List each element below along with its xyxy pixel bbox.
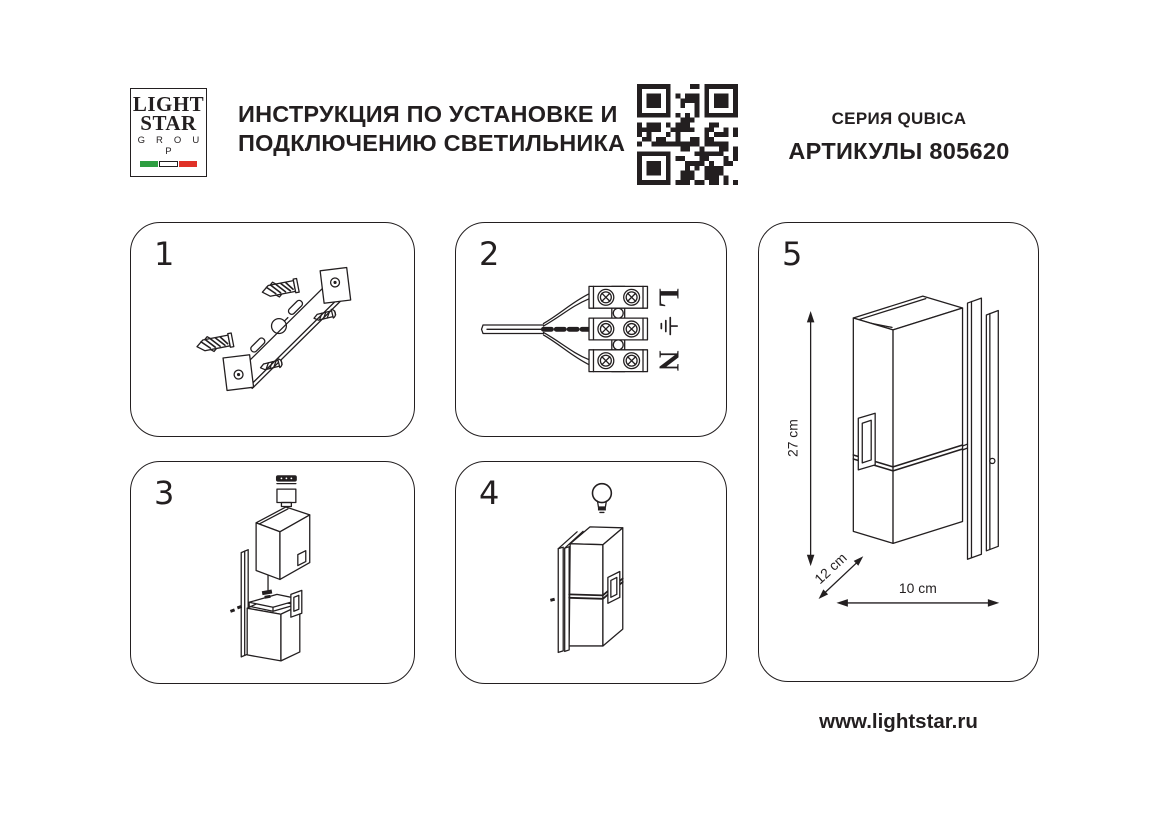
height-dimension-arrow: 27 cm xyxy=(785,311,815,567)
step-3-illustration xyxy=(229,475,311,662)
step-5-number: 5 xyxy=(782,235,803,273)
earth-ground-icon xyxy=(660,316,679,336)
logo-word-group: G R O U P xyxy=(137,135,204,157)
step-2-illustration: L N xyxy=(480,285,684,373)
depth-dimension-label: 12 cm xyxy=(811,549,850,587)
step-4-illustration xyxy=(549,482,624,654)
step-3-panel: 3 xyxy=(130,461,415,684)
logo-word-light: LIGHT xyxy=(132,92,205,116)
lamp-fixture xyxy=(852,295,969,544)
series-label: СЕРИЯ QUBICA xyxy=(831,109,967,128)
lamp-socket-parts xyxy=(275,475,297,508)
step-4-panel: 4 xyxy=(455,461,727,684)
height-dimension-label: 27 cm xyxy=(785,419,801,457)
qr-code-pattern xyxy=(637,84,738,185)
step-1-illustration xyxy=(196,266,352,392)
mounting-bracket xyxy=(222,266,352,392)
step-2-panel: 2 xyxy=(455,222,727,437)
wall-anchor-icon xyxy=(196,332,235,353)
upper-shade xyxy=(255,506,311,581)
light-bulb-icon xyxy=(591,482,613,514)
website-url: www.lightstar.ru xyxy=(819,710,978,733)
width-dimension-label: 10 cm xyxy=(899,580,937,596)
title-line-1: ИНСТРУКЦИЯ ПО УСТАНОВКЕ И xyxy=(238,101,618,127)
wall-plates xyxy=(966,297,999,560)
step-1-panel: 1 xyxy=(130,222,415,437)
step-3-number: 3 xyxy=(154,474,175,512)
flag-red xyxy=(179,161,198,167)
step-4-number: 4 xyxy=(479,474,500,512)
neutral-terminal-label: N xyxy=(652,350,684,371)
assembled-lamp xyxy=(549,526,624,654)
article-number: АРТИКУЛЫ 805620 xyxy=(788,138,1010,164)
small-screws xyxy=(229,605,243,613)
title-line-2: ПОДКЛЮЧЕНИЮ СВЕТИЛЬНИКА xyxy=(238,130,626,156)
product-info: СЕРИЯ QUBICA АРТИКУЛЫ 805620 xyxy=(758,109,1040,165)
lightstar-logo: LIGHT STAR G R O U P xyxy=(130,88,207,177)
screw-icon xyxy=(259,358,283,371)
live-terminal-label: L xyxy=(652,288,684,307)
power-cable xyxy=(480,293,592,366)
step-1-number: 1 xyxy=(154,235,175,273)
width-dimension-arrow: 10 cm xyxy=(836,580,1000,607)
lower-base xyxy=(246,589,303,662)
step-2-number: 2 xyxy=(479,235,500,273)
step-5-panel: 5 xyxy=(758,222,1039,682)
flag-white xyxy=(158,161,179,167)
terminal-block xyxy=(588,285,649,373)
page-title: ИНСТРУКЦИЯ ПО УСТАНОВКЕ И ПОДКЛЮЧЕНИЮ СВ… xyxy=(238,100,625,158)
italian-flag-stripe xyxy=(140,161,198,167)
flag-green xyxy=(140,161,158,167)
step-5-illustration: 27 cm 12 cm 10 cm xyxy=(785,295,1000,607)
screw-icon xyxy=(313,308,337,321)
wall-anchor-icon xyxy=(261,277,300,298)
depth-dimension-arrow: 12 cm xyxy=(811,549,864,599)
logo-word-star: STAR xyxy=(140,111,197,135)
qr-code-icon xyxy=(637,84,738,185)
